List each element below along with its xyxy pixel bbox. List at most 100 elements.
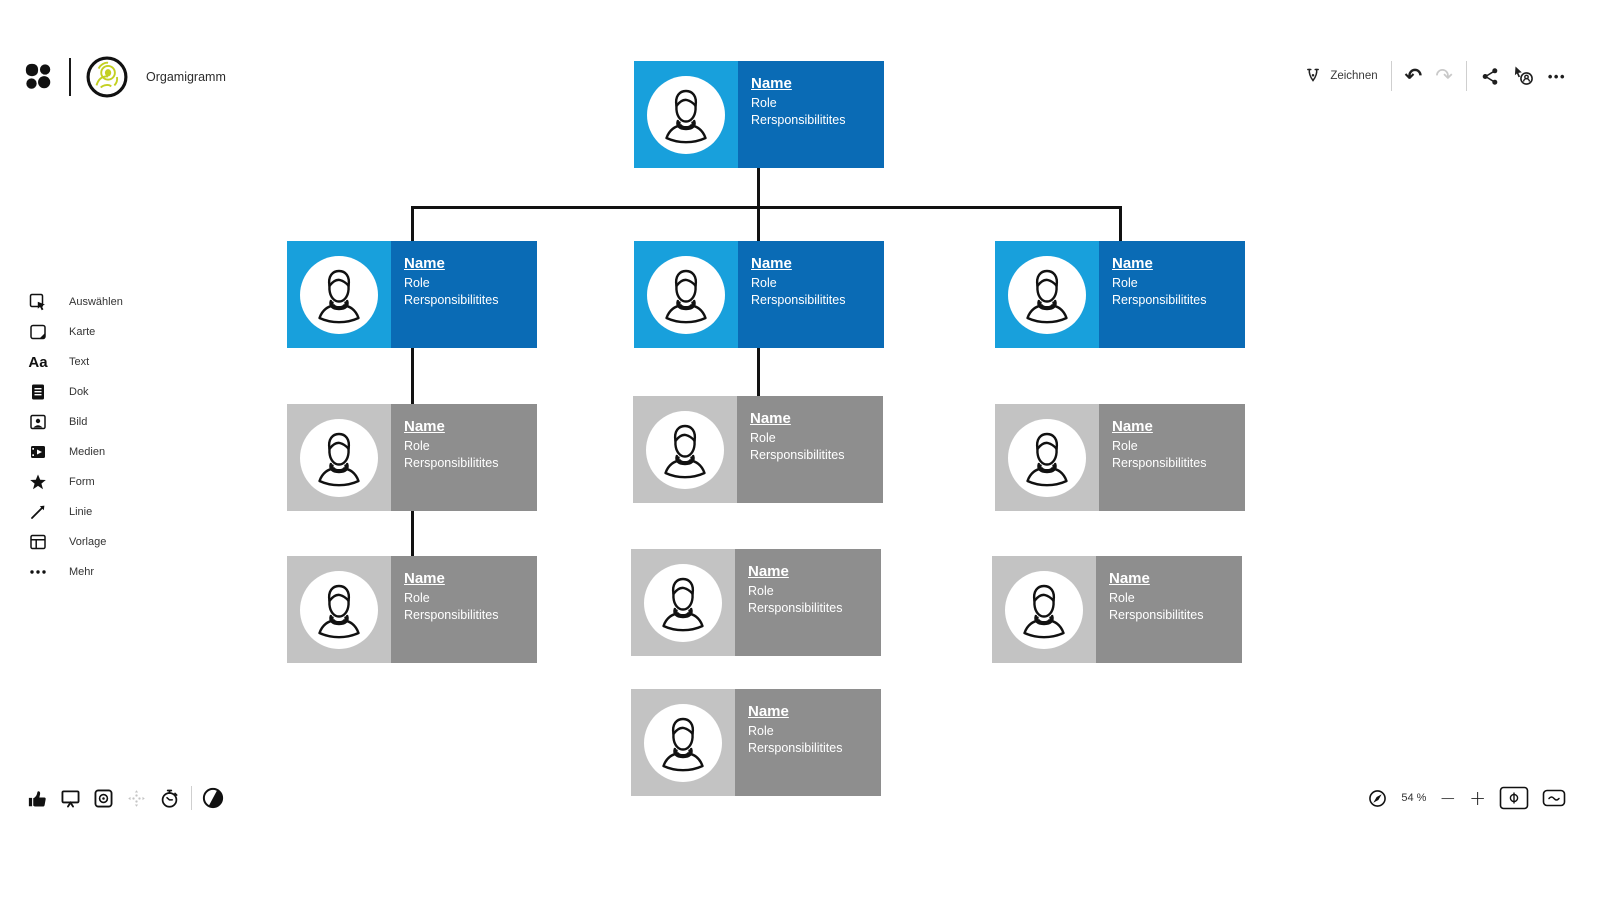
card-role: Role <box>751 276 777 290</box>
card-role: Role <box>404 591 430 605</box>
person-icon <box>307 426 371 490</box>
org-card-l4-right[interactable]: Name Role Rersponsibilitites <box>992 556 1242 663</box>
zoom-out-button[interactable]: − <box>1439 786 1457 810</box>
card-role: Role <box>404 276 430 290</box>
sidebar-item-form[interactable]: Form <box>28 472 123 492</box>
avatar <box>300 570 378 649</box>
person-icon <box>1012 578 1076 642</box>
theme-toggle-icon[interactable] <box>202 787 224 809</box>
avatar <box>300 418 378 497</box>
card-role: Role <box>404 439 430 453</box>
card-responsibilities: Rersponsibilitites <box>404 608 499 622</box>
card-name: Name <box>404 570 445 587</box>
connector[interactable] <box>757 168 760 208</box>
sidebar-item-medien[interactable]: Medien <box>28 442 123 462</box>
follow-presenter-icon[interactable] <box>1513 65 1535 87</box>
card-name: Name <box>751 75 792 92</box>
connector[interactable] <box>757 348 760 396</box>
card-name: Name <box>748 703 789 720</box>
org-card-l2-middle[interactable]: Name Role Rersponsibilitites <box>634 241 884 348</box>
sidebar-item-linie[interactable]: Linie <box>28 502 123 522</box>
card-name: Name <box>1112 255 1153 272</box>
person-icon <box>651 571 715 635</box>
compass-icon[interactable] <box>1367 788 1388 809</box>
person-icon <box>1015 426 1079 490</box>
org-card-l3-middle[interactable]: Name Role Rersponsibilitites <box>633 396 883 503</box>
more-options-button[interactable]: ••• <box>1547 68 1566 84</box>
card-text: Name Role Rersponsibilitites <box>1099 404 1245 511</box>
person-icon <box>654 263 718 327</box>
connector[interactable] <box>411 348 414 404</box>
connector[interactable] <box>411 206 1122 209</box>
avatar <box>1008 255 1086 334</box>
avatar-section <box>287 241 391 348</box>
timer-icon[interactable] <box>158 787 181 810</box>
card-text: Name Role Rersponsibilitites <box>738 241 884 348</box>
org-card-l4-middle[interactable]: Name Role Rersponsibilitites <box>631 549 881 656</box>
org-card-l3-left[interactable]: Name Role Rersponsibilitites <box>287 404 537 511</box>
board-title[interactable]: Orgamigramm <box>146 70 226 84</box>
card-role: Role <box>1109 591 1135 605</box>
card-responsibilities: Rersponsibilitites <box>750 448 845 462</box>
card-responsibilities: Rersponsibilitites <box>1112 456 1207 470</box>
org-card-l4-left[interactable]: Name Role Rersponsibilitites <box>287 556 537 663</box>
divider <box>1390 61 1392 91</box>
sidebar-item-dok[interactable]: Dok <box>28 382 123 402</box>
text-icon: Aa <box>28 353 48 371</box>
card-text: Name Role Rersponsibilitites <box>391 241 537 348</box>
pan-move-icon[interactable] <box>125 787 148 810</box>
card-text: Name Role Rersponsibilitites <box>1096 556 1242 663</box>
avatar-section <box>631 689 735 796</box>
sidebar-item-text[interactable]: Aa Text <box>28 352 123 372</box>
share-icon[interactable] <box>1480 66 1500 86</box>
org-card-l3-right[interactable]: Name Role Rersponsibilitites <box>995 404 1245 511</box>
present-screen-icon[interactable] <box>59 787 82 810</box>
person-icon <box>653 418 717 482</box>
reactions-thumbs-up-icon[interactable] <box>26 787 49 810</box>
card-role: Role <box>748 584 774 598</box>
org-card-l5-middle[interactable]: Name Role Rersponsibilitites <box>631 689 881 796</box>
whiteboard-logo-icon[interactable] <box>24 62 54 92</box>
card-responsibilities: Rersponsibilitites <box>748 601 843 615</box>
card-name: Name <box>404 418 445 435</box>
redo-button[interactable]: ↷ <box>1435 63 1453 88</box>
card-name: Name <box>751 255 792 272</box>
person-icon <box>651 711 715 775</box>
undo-button[interactable]: ↶ <box>1404 63 1423 88</box>
connector[interactable] <box>411 206 414 241</box>
zoom-in-button[interactable]: + <box>1469 786 1486 810</box>
avatar-section <box>287 556 391 663</box>
sidebar-item-mehr[interactable]: Mehr <box>28 562 123 582</box>
fit-to-screen-button[interactable] <box>1499 786 1529 810</box>
avatar-section <box>992 556 1096 663</box>
divider <box>191 786 192 810</box>
person-icon <box>307 578 371 642</box>
card-name: Name <box>404 255 445 272</box>
sidebar-item-label: Vorlage <box>69 536 107 548</box>
sidebar-item-card[interactable]: Karte <box>28 322 123 342</box>
card-role: Role <box>750 431 776 445</box>
card-responsibilities: Rersponsibilitites <box>404 293 499 307</box>
card-role: Role <box>751 96 777 110</box>
org-card-l2-left[interactable]: Name Role Rersponsibilitites <box>287 241 537 348</box>
draw-button[interactable]: Zeichnen <box>1303 66 1378 86</box>
bottom-left-dock <box>26 786 224 810</box>
image-icon <box>30 414 46 430</box>
connector[interactable] <box>757 206 760 241</box>
locate-frame-icon[interactable] <box>92 787 115 810</box>
divider <box>69 58 71 96</box>
avatar <box>647 255 725 334</box>
user-avatar[interactable] <box>86 56 128 98</box>
org-card-root[interactable]: Name Role Rersponsibilitites <box>634 61 884 168</box>
org-card-l2-right[interactable]: Name Role Rersponsibilitites <box>995 241 1245 348</box>
sidebar-item-select[interactable]: Auswählen <box>28 292 123 312</box>
sidebar-item-bild[interactable]: Bild <box>28 412 123 432</box>
person-icon <box>654 83 718 147</box>
card-role: Role <box>748 724 774 738</box>
minimap-icon[interactable] <box>1542 788 1566 808</box>
card-text: Name Role Rersponsibilitites <box>738 61 884 168</box>
connector[interactable] <box>411 511 414 556</box>
connector[interactable] <box>1119 206 1122 241</box>
sidebar-item-vorlage[interactable]: Vorlage <box>28 532 123 552</box>
